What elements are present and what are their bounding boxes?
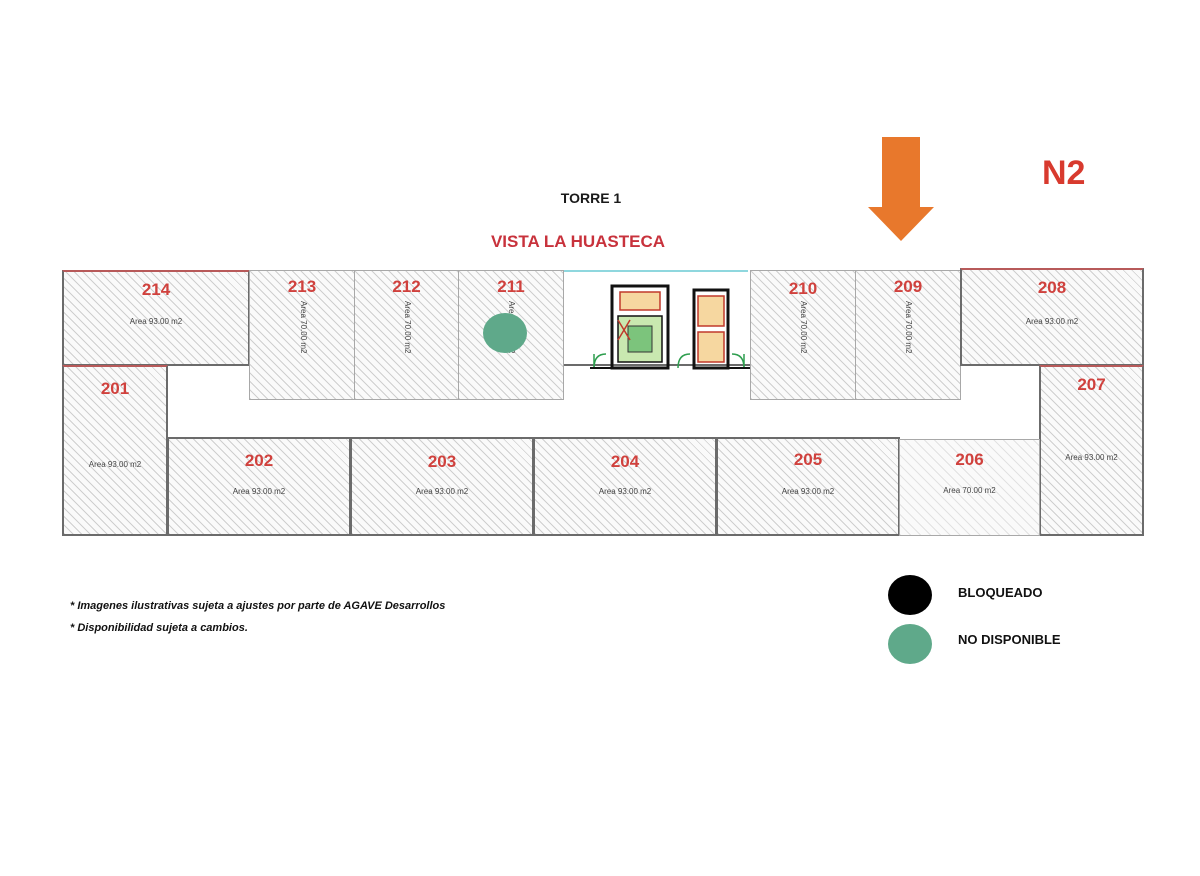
unit-area: Area 93.00 m2 bbox=[129, 317, 183, 326]
unit-204[interactable]: 204 Area 93.00 m2 bbox=[533, 437, 717, 536]
unit-202[interactable]: 202 Area 93.00 m2 bbox=[167, 437, 351, 536]
unit-number: 203 bbox=[427, 452, 457, 471]
unit-number: 210 bbox=[788, 279, 818, 298]
unit-number: 208 bbox=[1037, 278, 1067, 297]
unit-number: 212 bbox=[392, 277, 421, 296]
unit-number: 214 bbox=[141, 280, 171, 299]
unit-213[interactable]: 213 Area 70.00 m2 bbox=[249, 270, 355, 400]
level-label: N2 bbox=[1042, 154, 1086, 192]
unit-number: 211 bbox=[497, 277, 525, 296]
corridor-top-line bbox=[562, 364, 752, 366]
unit-number: 213 bbox=[287, 277, 317, 296]
unit-area: Area 70.00 m2 bbox=[904, 301, 913, 354]
disclaimer-note: * Imagenes ilustrativas sujeta a ajustes… bbox=[70, 600, 446, 612]
legend-unavailable-label: NO DISPONIBLE bbox=[958, 632, 1061, 647]
unit-214[interactable]: 214 Area 93.00 m2 bbox=[62, 270, 250, 366]
unit-area: Area 93.00 m2 bbox=[781, 487, 835, 496]
unit-number: 206 bbox=[955, 450, 984, 469]
unit-201[interactable]: 201 Area 93.00 m2 bbox=[62, 365, 168, 536]
unit-area: Area 70.00 m2 bbox=[943, 486, 996, 495]
unit-area: Area 93.00 m2 bbox=[598, 487, 652, 496]
stair-core bbox=[590, 284, 750, 370]
unit-210[interactable]: 210 Area 70.00 m2 bbox=[750, 270, 856, 400]
unit-211[interactable]: 211 Area 70.00 m2 bbox=[458, 270, 564, 400]
unavailable-marker bbox=[483, 313, 527, 353]
arrow-down-icon bbox=[868, 137, 934, 241]
legend-unavailable-swatch bbox=[888, 624, 932, 664]
unit-number: 204 bbox=[610, 452, 640, 471]
view-title: VISTA LA HUASTECA bbox=[490, 232, 666, 251]
unit-area: Area 93.00 m2 bbox=[1025, 317, 1079, 326]
unit-212[interactable]: 212 Area 70.00 m2 bbox=[354, 270, 459, 400]
unit-206[interactable]: 206 Area 70.00 m2 bbox=[899, 439, 1040, 536]
unit-area: Area 70.00 m2 bbox=[299, 301, 308, 354]
unit-area: Area 93.00 m2 bbox=[232, 487, 286, 496]
unit-208[interactable]: 208 Area 93.00 m2 bbox=[960, 268, 1144, 366]
unit-number: 209 bbox=[893, 277, 923, 296]
cyan-line bbox=[562, 270, 748, 272]
availability-note: * Disponibilidad sujeta a cambios. bbox=[70, 622, 248, 634]
unit-203[interactable]: 203 Area 93.00 m2 bbox=[350, 437, 534, 536]
unit-205[interactable]: 205 Area 93.00 m2 bbox=[716, 437, 900, 536]
unit-number: 205 bbox=[793, 450, 823, 469]
unit-209[interactable]: 209 Area 70.00 m2 bbox=[855, 270, 961, 400]
unit-area: Area 93.00 m2 bbox=[415, 487, 469, 496]
unit-area: Area 70.00 m2 bbox=[799, 301, 808, 354]
unit-number: 202 bbox=[244, 451, 274, 470]
unit-number: 201 bbox=[100, 379, 130, 398]
legend-blocked-swatch bbox=[888, 575, 932, 615]
unit-area: Area 70.00 m2 bbox=[403, 301, 412, 354]
unit-207[interactable]: 207 Area 93.00 m2 bbox=[1039, 365, 1144, 536]
tower-title: TORRE 1 bbox=[560, 190, 622, 206]
unit-area: Area 93.00 m2 bbox=[88, 460, 142, 469]
legend-blocked-label: BLOQUEADO bbox=[958, 585, 1043, 600]
unit-area: Area 93.00 m2 bbox=[1065, 453, 1118, 462]
unit-number: 207 bbox=[1077, 375, 1106, 394]
